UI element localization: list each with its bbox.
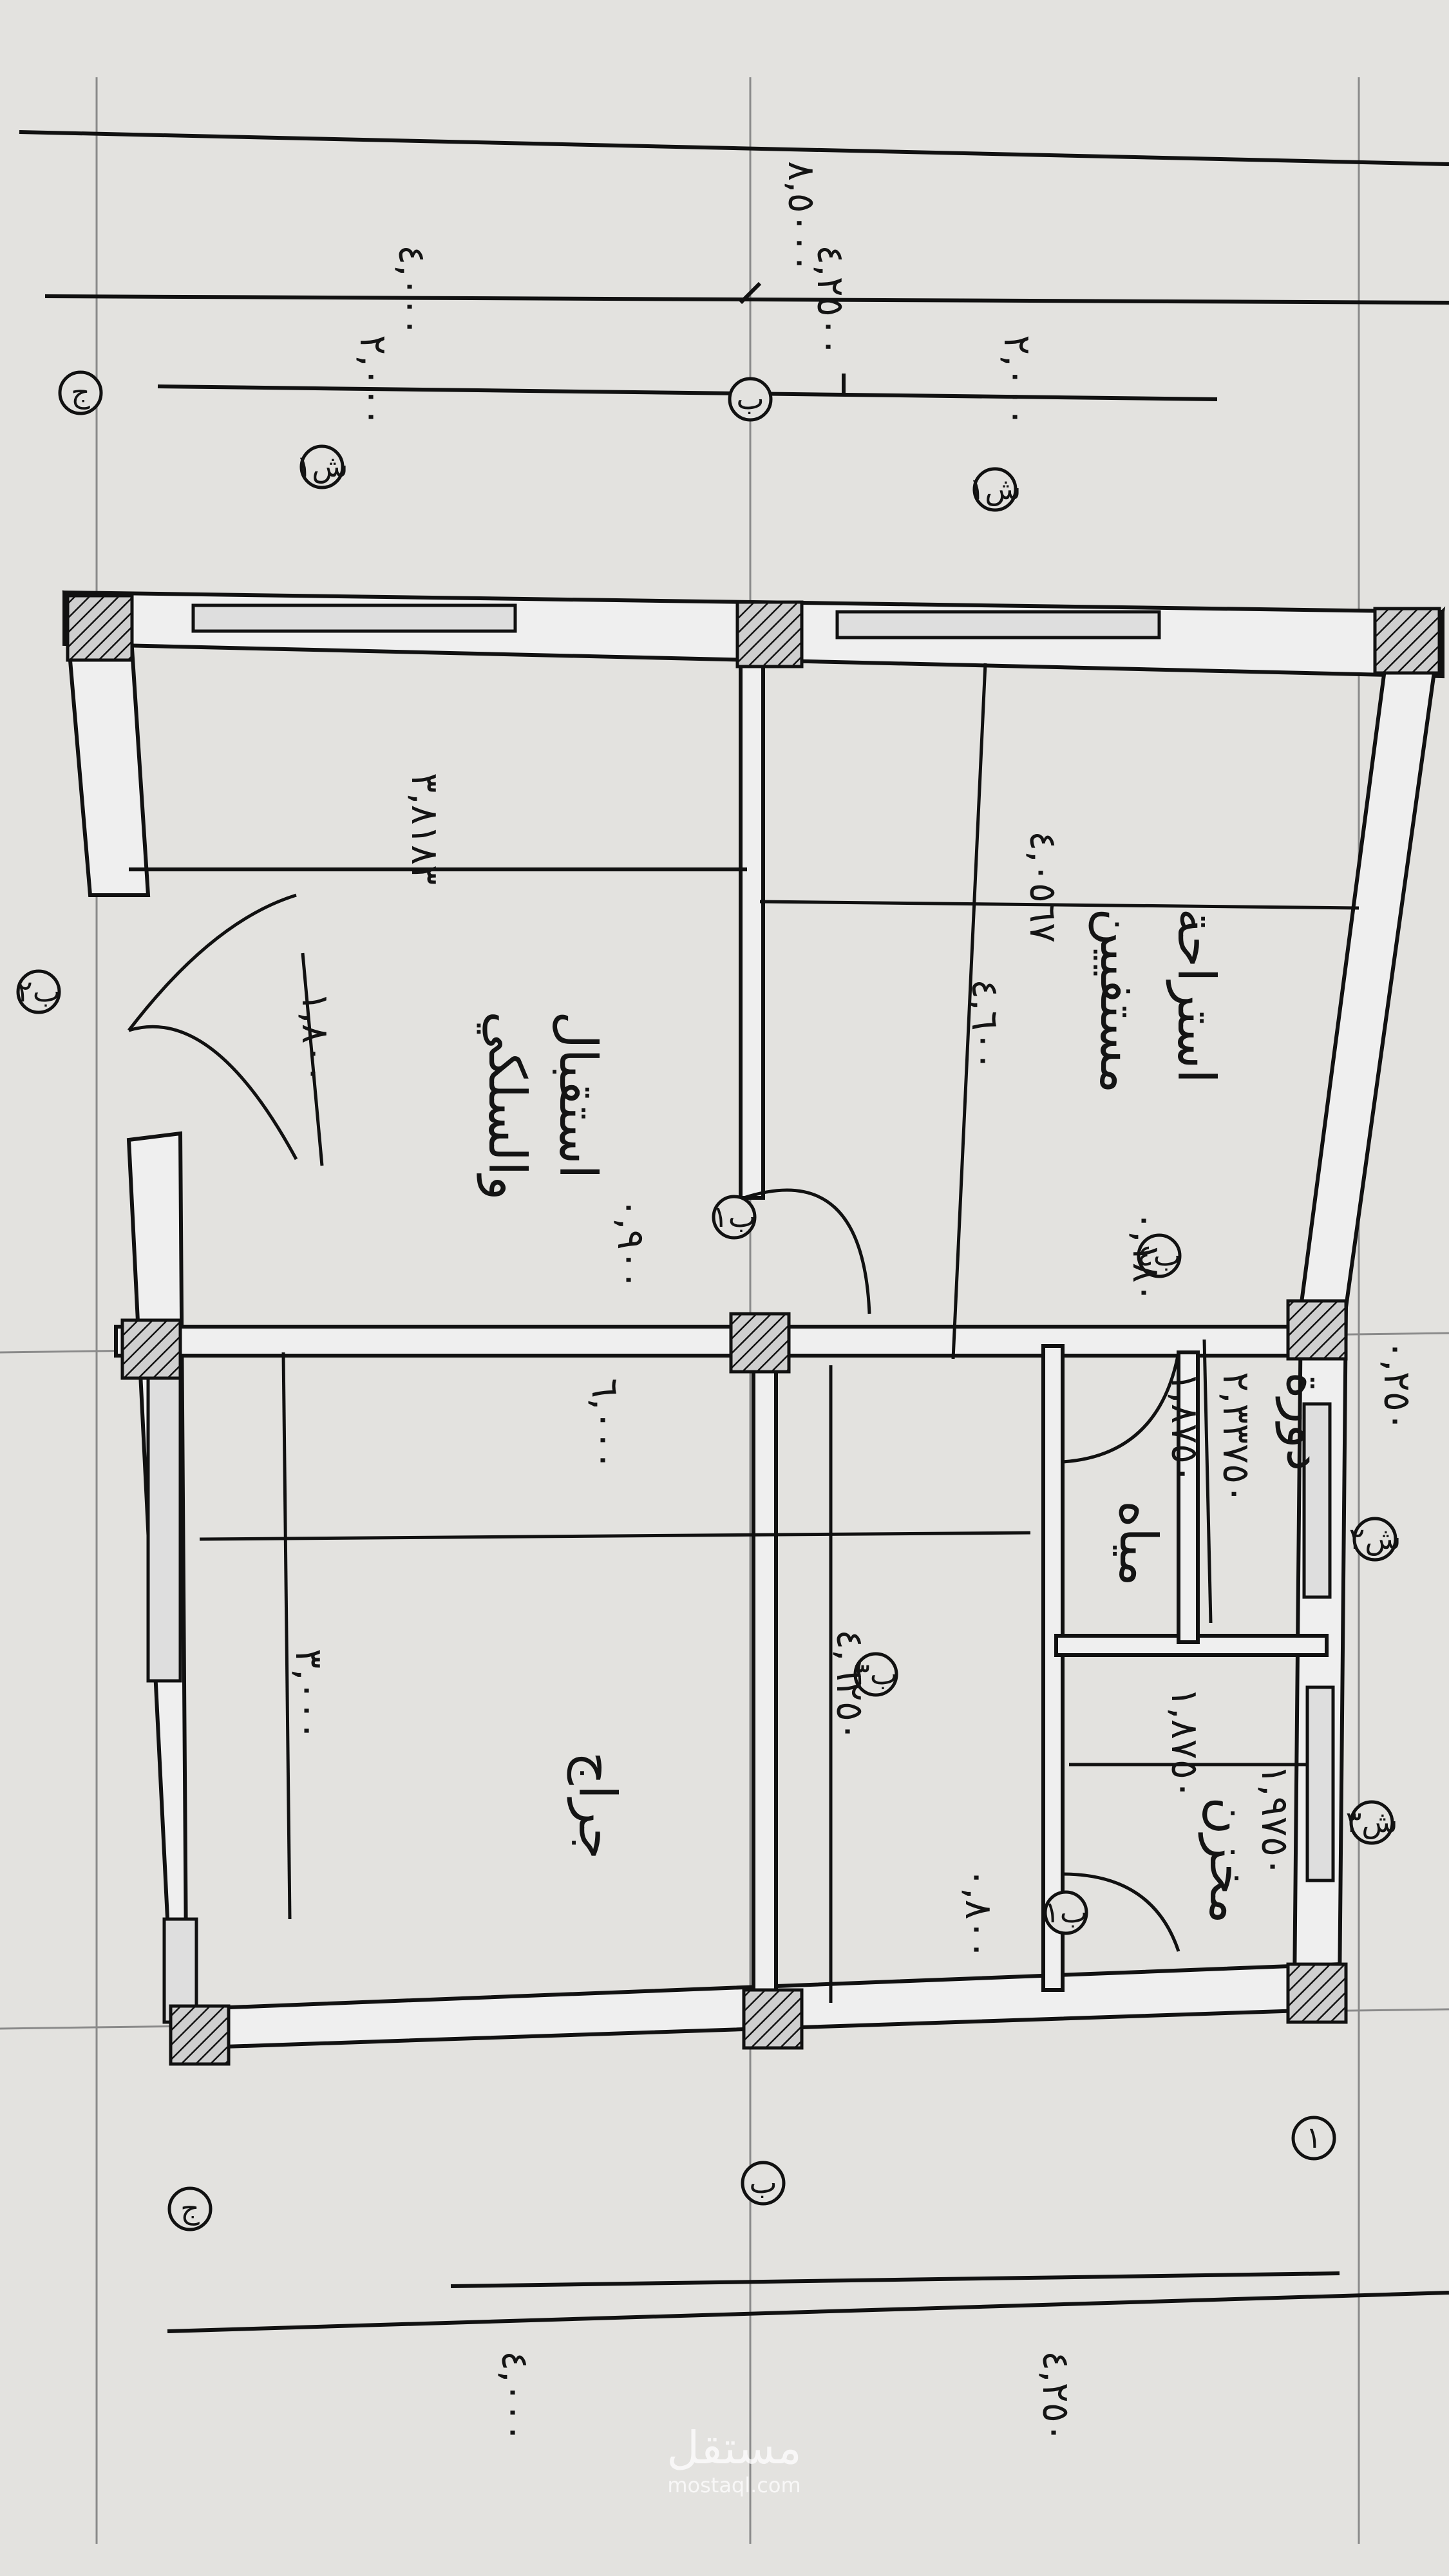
room-wc: دورة xyxy=(1275,1372,1336,1472)
top-dimension-lines xyxy=(19,130,1449,401)
room-garage: جراج xyxy=(567,1752,627,1859)
partition-walls xyxy=(114,629,1341,1998)
dim-door-2: ٠,٩٠٠ xyxy=(609,1198,653,1290)
plan-text: ٨,٥٠٠٠ ٤,٢٥٠٠ ٤,٠٠٠ ٢,٠٠٠ ٢,٠٠٠ استراحة … xyxy=(287,161,1419,2443)
windows xyxy=(146,603,1335,2024)
room-reception-1: استقبال xyxy=(548,1011,608,1179)
dim-wc: ٢,٣٣٧٥٠ xyxy=(1215,1372,1258,1504)
dim-bottom-b: ٤,٠٠٠ xyxy=(493,2351,537,2443)
dim-rest-len: ٤,٦٠٠ xyxy=(963,979,1007,1071)
dim-recep-len: ٣,٨١٨٣ xyxy=(403,773,447,885)
internal-dimension-lines xyxy=(199,663,1359,2003)
axis-bubbles xyxy=(16,370,1397,2231)
axis-b1-store: ب١ xyxy=(1044,1895,1088,1929)
axis-s1-b: ش١ xyxy=(969,471,1021,506)
dim-rest-w: ٤,٠٥٦٧ xyxy=(1021,831,1065,943)
dim-store-door: ٠,٨٠٠ xyxy=(957,1868,1001,1960)
room-water: مياه xyxy=(1108,1501,1168,1586)
axis-b1: ب١ xyxy=(712,1199,756,1234)
dim-top-c: ٢,٠٠٠ xyxy=(996,335,1039,427)
axis-b3: ب٣ xyxy=(854,1656,898,1691)
dim-store-2: ١,٩٧٥٠ xyxy=(1253,1765,1297,1877)
axis-c-top: ج xyxy=(71,375,90,410)
dim-top-d: ٢,٠٠٠ xyxy=(352,335,395,427)
room-store: مخزن xyxy=(1198,1797,1258,1924)
axis-b4: ب٤ xyxy=(1137,1238,1181,1273)
axis-c-bottom: ج xyxy=(180,2191,200,2226)
dim-top-a: ٤,٢٥٠٠ xyxy=(809,245,853,357)
columns xyxy=(66,594,1441,2066)
axis-s3: ش٣ xyxy=(1346,1804,1398,1839)
doors xyxy=(128,893,1180,1952)
room-reception-2: والسلكي xyxy=(477,1011,537,1200)
dim-garage-len: ٤,٦٢٥٠ xyxy=(828,1629,872,1741)
room-rest: استراحة xyxy=(1166,908,1226,1083)
room-patients: مستفيين xyxy=(1088,908,1149,1094)
axis-b-top: ب xyxy=(736,381,764,416)
dim-bottom-a: ٤,٢٥٠ xyxy=(1034,2351,1078,2443)
dim-top-total: ٨,٥٠٠٠ xyxy=(780,161,824,273)
axis-b2: ب٢ xyxy=(17,974,61,1009)
dim-top-b: ٤,٠٠٠ xyxy=(390,245,434,337)
bottom-dimension-lines xyxy=(167,2271,1449,2333)
watermark-brand: مستقل xyxy=(667,2421,802,2474)
dim-garage-w: ٦,٠٠٠ xyxy=(583,1378,627,1470)
dim-garage-door: ٣,٠٠٠ xyxy=(287,1649,331,1741)
dim-small-top: ٠,٢٥٠ xyxy=(1376,1340,1419,1432)
dim-wc-2: ١,٨٧٥٠ xyxy=(1163,1372,1207,1484)
axis-s2: ش٢ xyxy=(1349,1521,1401,1556)
axis-1-right: ١ xyxy=(1306,2120,1322,2155)
dim-window-1: ٠,١٨٠ xyxy=(1124,1211,1168,1303)
watermark-url: mostaql.com xyxy=(667,2473,800,2497)
axis-s1: ش١ xyxy=(296,449,348,484)
dim-door-1: ١,٨٠٠ xyxy=(294,992,337,1084)
axis-b-bottom: ب xyxy=(749,2165,777,2200)
dim-store: ١,٨٧٥٠ xyxy=(1163,1687,1207,1799)
